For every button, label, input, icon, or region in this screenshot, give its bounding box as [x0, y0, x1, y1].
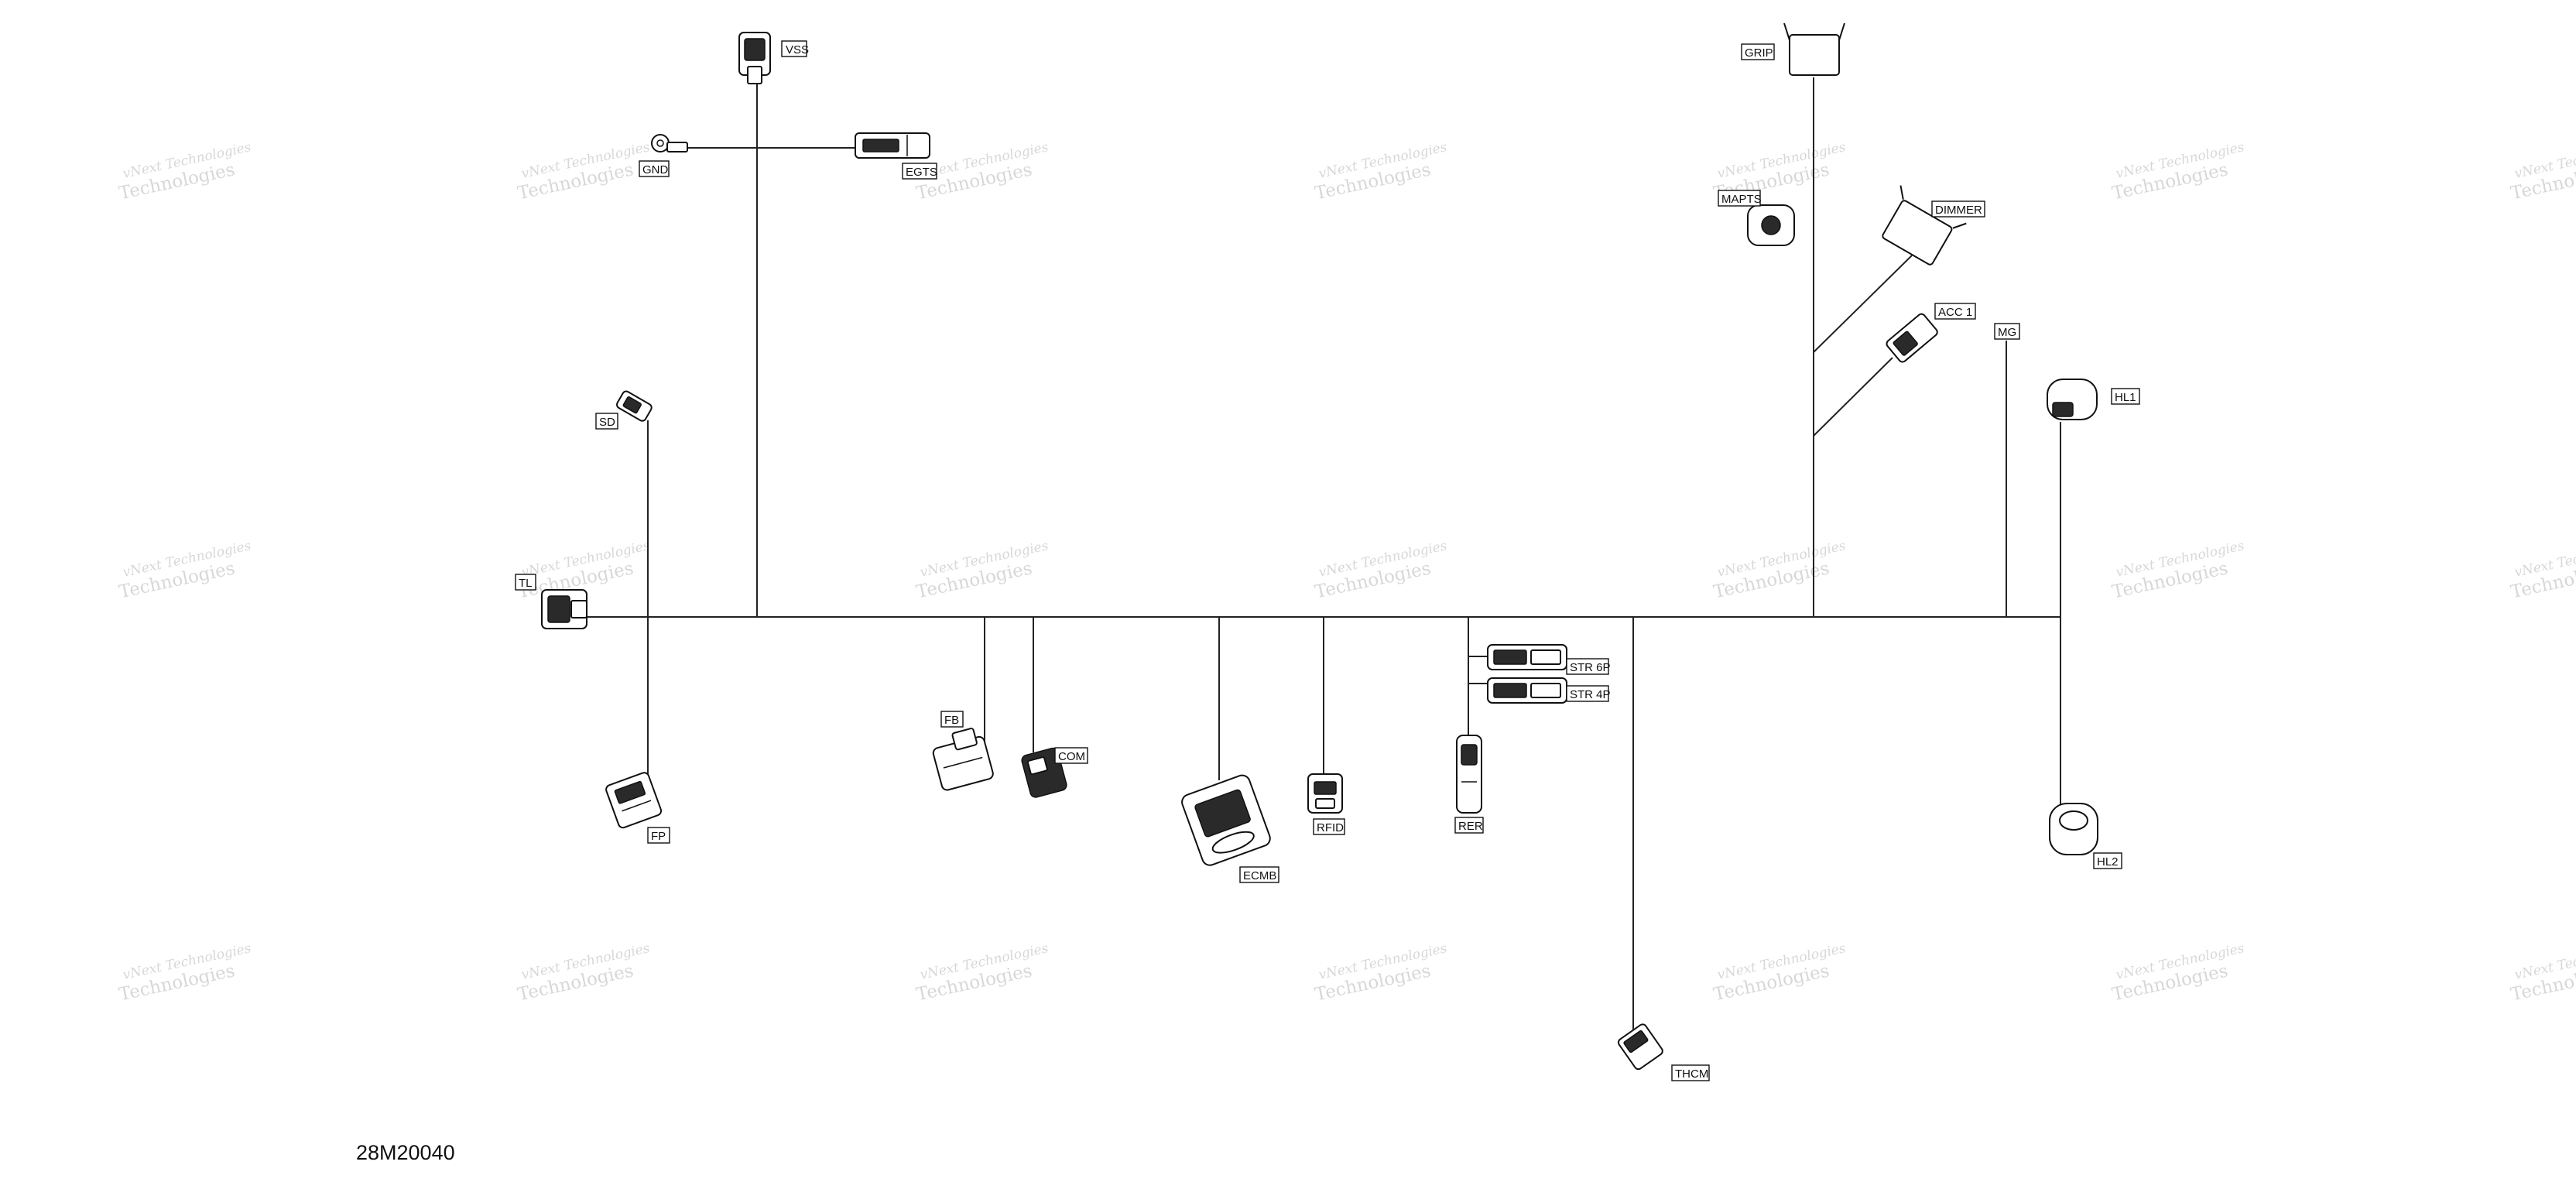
- label-dimmer: DIMMER: [1935, 204, 1982, 217]
- label-com: COM: [1058, 750, 1085, 763]
- dimmer-connector-icon[interactable]: [1873, 185, 1967, 271]
- label-fb: FB: [944, 714, 959, 727]
- str-6p-connector-icon[interactable]: [1487, 644, 1567, 670]
- harness-wires: [546, 77, 2061, 1030]
- connector-labels: VSS GND EGTS SD TL FP FB COM ECMB RFID R…: [515, 40, 2140, 1081]
- label-rer: RER: [1458, 820, 1483, 833]
- label-thcm: THCM: [1675, 1067, 1708, 1081]
- branch-acc1: [1813, 357, 1893, 437]
- label-str-6p: STR 6P: [1570, 661, 1611, 674]
- label-acc1: ACC 1: [1938, 306, 1972, 319]
- label-mg: MG: [1998, 326, 2016, 339]
- label-ecmb: ECMB: [1243, 869, 1276, 882]
- egts-connector-icon[interactable]: [855, 132, 930, 159]
- vss-connector-icon[interactable]: [738, 32, 771, 84]
- sd-connector-icon[interactable]: [615, 390, 653, 423]
- label-vss: VSS: [786, 43, 809, 57]
- acc1-connector-icon[interactable]: [1885, 313, 1938, 364]
- label-tl: TL: [519, 577, 533, 590]
- hl2-connector-icon[interactable]: [2049, 803, 2098, 855]
- mapts-connector-icon[interactable]: [1747, 204, 1795, 246]
- label-mapts: MAPTS: [1721, 193, 1762, 206]
- tl-connector-icon[interactable]: [541, 589, 587, 629]
- branch-dimmer: [1813, 255, 1913, 353]
- connector-drawings: [541, 22, 2098, 1071]
- label-gnd: GND: [642, 163, 669, 176]
- label-hl1: HL1: [2115, 391, 2136, 404]
- diagram-id: 28M20040: [356, 1141, 455, 1164]
- label-sd: SD: [599, 416, 615, 429]
- label-fp: FP: [651, 830, 666, 843]
- label-rfid: RFID: [1317, 821, 1344, 834]
- fp-connector-icon[interactable]: [605, 772, 663, 829]
- ecmb-connector-icon[interactable]: [1180, 773, 1272, 868]
- grip-connector-icon[interactable]: [1783, 22, 1845, 76]
- label-hl2: HL2: [2097, 855, 2119, 869]
- thcm-connector-icon[interactable]: [1617, 1023, 1664, 1071]
- label-egts: EGTS: [906, 166, 937, 179]
- gnd-ring-terminal-icon[interactable]: [651, 134, 688, 152]
- str-4p-connector-icon[interactable]: [1487, 677, 1567, 704]
- label-grip: GRIP: [1745, 46, 1773, 60]
- fb-connector-icon[interactable]: [930, 726, 995, 791]
- rer-connector-icon[interactable]: [1456, 735, 1482, 814]
- hl1-connector-icon[interactable]: [2047, 379, 2098, 420]
- label-str-4p: STR 4P: [1570, 688, 1611, 701]
- rfid-connector-icon[interactable]: [1307, 773, 1343, 814]
